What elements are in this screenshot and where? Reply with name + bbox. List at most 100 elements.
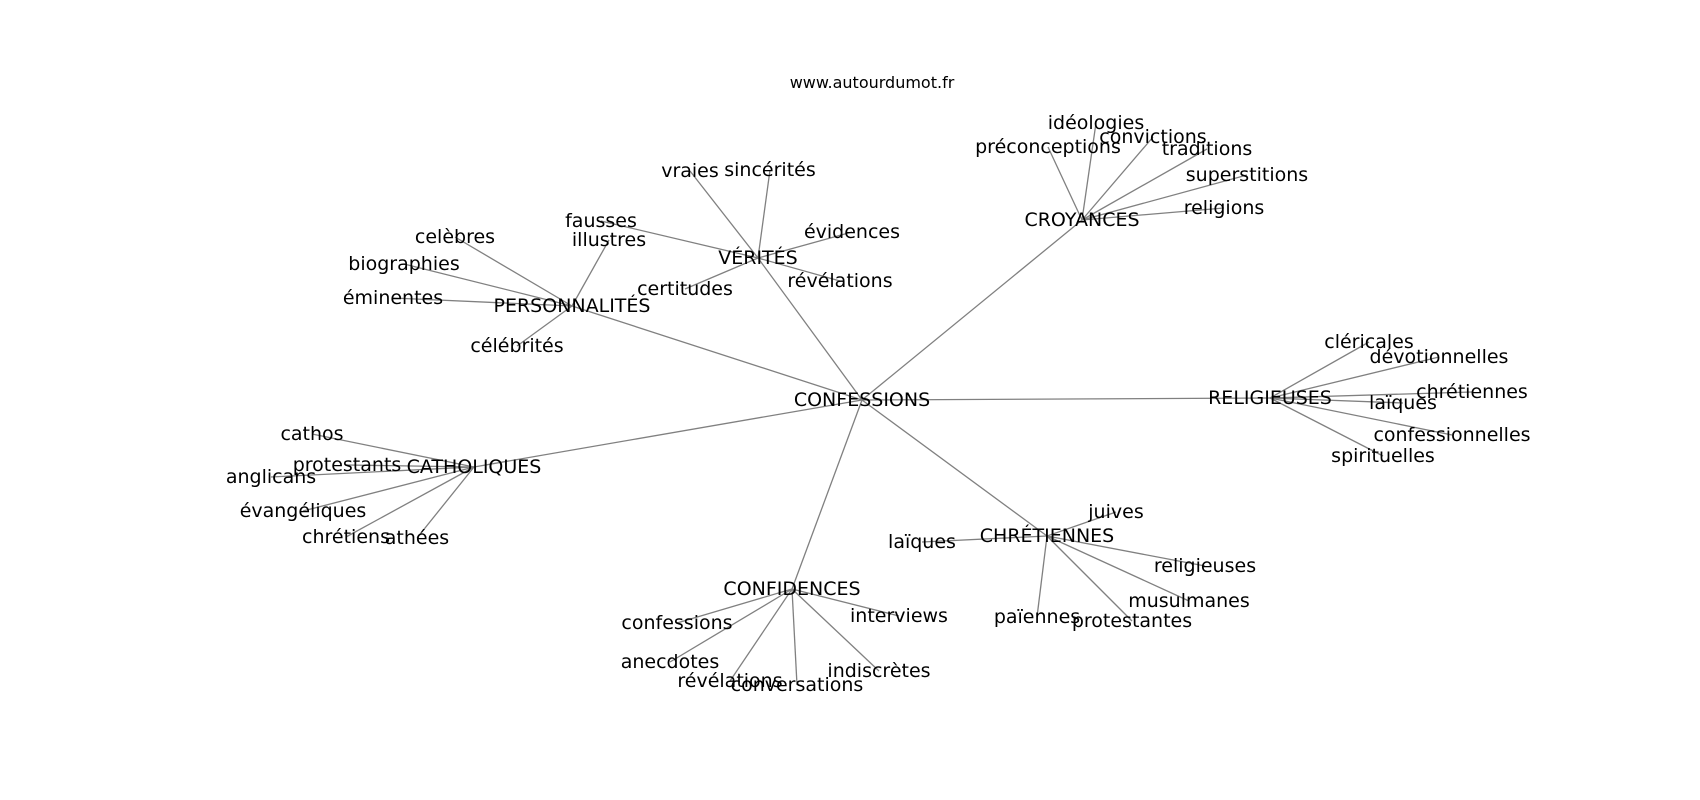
leaf-node: spirituelles — [1331, 445, 1435, 467]
edge-cluster-to-leaf — [345, 466, 475, 538]
leaf-node: vraies — [661, 160, 719, 182]
leaf-node: célébrités — [470, 335, 563, 357]
edge-cluster-to-leaf — [1047, 146, 1083, 221]
edge-cluster-to-leaf — [600, 220, 759, 259]
leaf-node: interviews — [850, 605, 948, 627]
edge-cluster-to-leaf — [1269, 341, 1370, 399]
leaf-node: idéologies — [1048, 112, 1144, 134]
cluster-node: CONFIDENCES — [723, 578, 860, 600]
leaf-node: éminentes — [343, 287, 443, 309]
leaf-node: évidences — [804, 221, 900, 243]
edge-cluster-to-leaf — [392, 297, 573, 307]
leaf-node: athées — [385, 527, 449, 549]
edge-cluster-to-leaf — [311, 433, 475, 468]
edge-cluster-to-leaf — [1081, 207, 1225, 221]
cluster-node: VÉRITÉS — [718, 246, 797, 269]
leaf-node: religions — [1184, 197, 1265, 219]
leaf-node: musulmanes — [1128, 590, 1250, 612]
leaf-node: anglicans — [226, 466, 316, 488]
edge-cluster-to-leaf — [757, 169, 771, 259]
leaf-node: confessionnelles — [1373, 424, 1530, 446]
edge-cluster-to-leaf — [791, 588, 880, 672]
edge-cluster-to-leaf — [1081, 148, 1208, 221]
leaf-node: illustres — [572, 229, 646, 251]
leaf-node: indiscrètes — [827, 660, 930, 682]
edge-center-to-cluster — [861, 399, 1048, 537]
leaf-node: superstitions — [1186, 164, 1308, 186]
leaf-node: anecdotes — [621, 651, 720, 673]
leaf-node: chrétiennes — [1416, 381, 1528, 403]
leaf-node: protestantes — [1072, 610, 1192, 632]
edge-cluster-to-leaf — [729, 588, 793, 682]
leaf-node: biographies — [348, 253, 459, 275]
edge-cluster-to-leaf — [791, 588, 900, 617]
edge-cluster-to-leaf — [1269, 397, 1384, 457]
edge-cluster-to-leaf — [1269, 397, 1453, 436]
edge-cluster-to-leaf — [676, 588, 793, 624]
cluster-node: CROYANCES — [1024, 209, 1139, 231]
leaf-node: traditions — [1162, 138, 1253, 160]
edge-cluster-to-leaf — [791, 588, 798, 686]
cluster-node: RELIGIEUSES — [1208, 387, 1332, 409]
edge-cluster-to-leaf — [1081, 122, 1097, 221]
edge-cluster-to-leaf — [346, 464, 475, 468]
leaf-node: laïques — [1369, 392, 1437, 414]
edge-center-to-cluster — [861, 397, 1271, 401]
edge-cluster-to-leaf — [403, 263, 573, 307]
edge-cluster-to-leaf — [571, 239, 610, 307]
edge-cluster-to-leaf — [1036, 535, 1048, 618]
edge-cluster-to-leaf — [270, 466, 475, 478]
leaf-node: certitudes — [637, 278, 733, 300]
leaf-node: cléricales — [1324, 331, 1413, 353]
edge-cluster-to-leaf — [1046, 511, 1117, 537]
edge-cluster-to-leaf — [1269, 391, 1473, 399]
leaf-node: évangéliques — [240, 500, 367, 522]
cluster-node: CATHOLIQUES — [407, 456, 542, 478]
edge-cluster-to-leaf — [1046, 535, 1206, 567]
edge-cluster-to-leaf — [921, 535, 1048, 543]
edge-cluster-to-leaf — [454, 236, 573, 307]
edge-cluster-to-leaf — [1046, 535, 1190, 602]
leaf-node: juives — [1087, 501, 1143, 523]
edge-cluster-to-leaf — [757, 257, 841, 282]
leaf-node: laïques — [888, 531, 956, 553]
edge-center-to-cluster — [571, 305, 863, 401]
edge-cluster-to-leaf — [1046, 535, 1133, 622]
edge-cluster-to-leaf — [516, 305, 573, 347]
edge-center-to-cluster — [757, 257, 863, 401]
edge-cluster-to-leaf — [1269, 397, 1404, 404]
leaf-node: convictions — [1099, 126, 1206, 148]
leaf-node: fausses — [565, 210, 637, 232]
edge-cluster-to-leaf — [1081, 174, 1248, 221]
edge-cluster-to-leaf — [416, 466, 475, 539]
edge-center-to-cluster — [861, 219, 1083, 401]
edge-cluster-to-leaf — [684, 257, 759, 290]
graph-labels: www.autourdumot.fr CONFESSIONS celèbres b… — [226, 73, 1531, 696]
edge-cluster-to-leaf — [1269, 356, 1440, 399]
leaf-node: conversations — [731, 674, 864, 696]
edge-center-to-cluster — [791, 399, 863, 590]
cluster-node: PERSONNALITÉS — [494, 294, 651, 317]
leaf-node: chrétiens — [302, 526, 390, 548]
leaf-node: cathos — [280, 423, 343, 445]
leaf-node: dévotionnelles — [1370, 346, 1509, 368]
leaf-node: celèbres — [415, 226, 495, 248]
leaf-node: protestants — [293, 454, 402, 476]
cluster-node: CHRÉTIENNES — [980, 524, 1114, 547]
center-node: CONFESSIONS — [794, 389, 930, 411]
leaf-node: confessions — [621, 612, 732, 634]
graph-edges — [270, 122, 1473, 686]
edge-center-to-cluster — [473, 399, 863, 468]
leaf-node: préconceptions — [975, 136, 1121, 158]
leaf-node: révélations — [677, 670, 782, 692]
edge-cluster-to-leaf — [669, 588, 793, 663]
edge-cluster-to-leaf — [1081, 136, 1154, 221]
edge-cluster-to-leaf — [302, 466, 475, 512]
edge-cluster-to-leaf — [757, 231, 853, 259]
leaf-node: païennes — [994, 606, 1080, 628]
leaf-node: religieuses — [1154, 555, 1256, 577]
leaf-node: sincérités — [724, 159, 815, 181]
site-url: www.autourdumot.fr — [790, 73, 955, 92]
edge-cluster-to-leaf — [689, 170, 759, 259]
